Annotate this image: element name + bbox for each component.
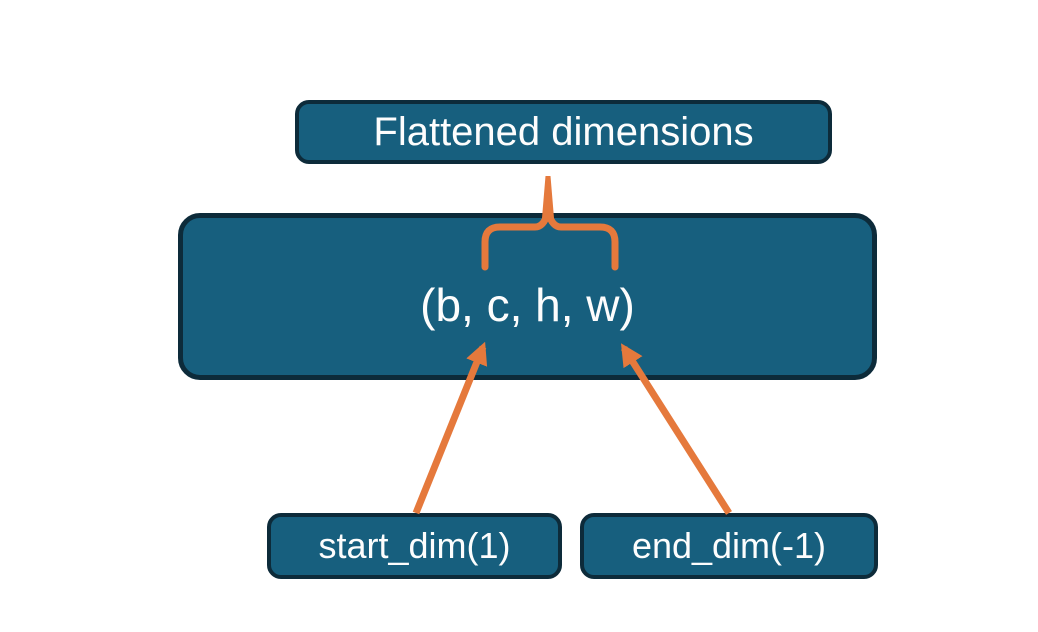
start-dim-box: start_dim(1): [267, 513, 562, 579]
stem-connector-icon: [542, 176, 554, 218]
flattened-dimensions-box: Flattened dimensions: [295, 100, 832, 164]
end-dim-label: end_dim(-1): [631, 525, 827, 566]
start-dim-label: start_dim(1): [318, 525, 511, 566]
tensor-shape-label: (b, c, h, w): [420, 278, 635, 331]
tensor-shape-box: (b, c, h, w): [178, 213, 877, 380]
end-dim-box: end_dim(-1): [580, 513, 878, 579]
flattened-dimensions-label: Flattened dimensions: [373, 109, 754, 154]
